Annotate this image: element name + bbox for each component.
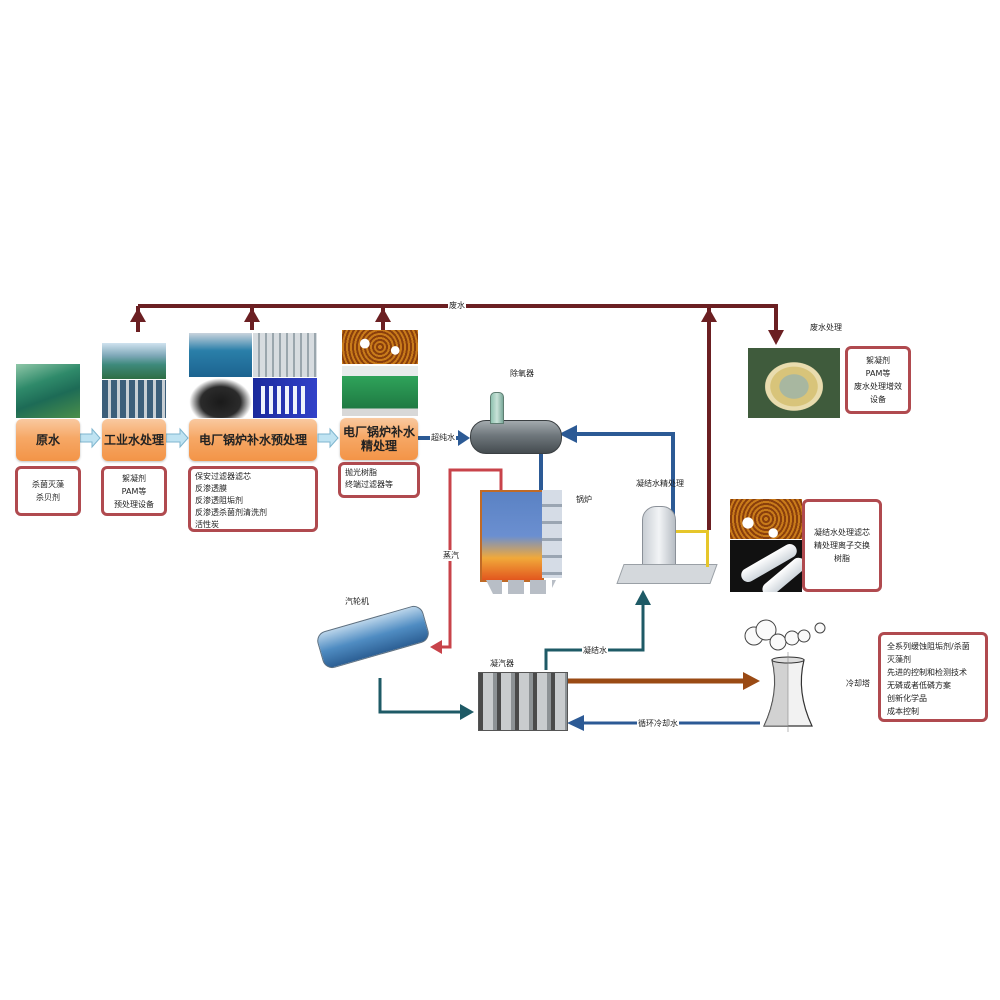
condensate-tank [642, 506, 676, 568]
pretreat-photo-carbon [189, 378, 252, 418]
stage-raw-water[interactable]: 原水 [16, 419, 80, 461]
condensate-pipe-label: 凝结水 [582, 645, 608, 656]
pretreat-photo-ro [253, 333, 317, 377]
stage-boiler-pretreat-label: 电厂锅炉补水预处理 [198, 433, 307, 447]
boiler-side [542, 490, 562, 578]
wastewater-pipe-label: 废水 [448, 300, 466, 311]
cooling-tower-steam [742, 618, 832, 656]
note-condensate: 凝结水处理滤芯 精处理离子交换 树脂 [802, 499, 882, 592]
note-line: 杀菌灭藻 [32, 480, 64, 489]
note-line: 树脂 [834, 554, 850, 563]
turbine-to-condenser-line [378, 678, 474, 720]
note-line: 杀贝剂 [36, 493, 60, 502]
pretreat-photo-filters [189, 333, 252, 377]
polish-photo-resin [342, 330, 418, 364]
industrial-water-photo-bottom [102, 380, 166, 418]
condensate-line [544, 590, 651, 670]
arrow-up-condensate [701, 308, 717, 322]
note-line: 终端过滤器等 [345, 480, 393, 489]
turbine-label: 汽轮机 [345, 597, 369, 606]
note-line: 先进的控制和检测技术 [887, 668, 967, 677]
condensate-polish-unit[interactable] [616, 500, 718, 586]
note-line: 活性炭 [195, 520, 219, 529]
note-line: 设备 [870, 395, 886, 404]
arrow-pretreat-to-polish [317, 427, 339, 449]
cooling-water-pipe-label: 循环冷却水 [637, 718, 679, 729]
ultrapure-pipe-label: 超纯水 [430, 432, 456, 443]
steam-cloud-icon [744, 619, 826, 651]
arrow-up-polish [375, 308, 391, 322]
arrow-down-wastewater [768, 330, 784, 345]
condensate-skid [616, 564, 718, 584]
note-line: 全系列缓蚀阻垢剂/杀菌 [887, 642, 970, 651]
deaerator[interactable] [470, 420, 562, 454]
pretreat-photo-cartridges [253, 378, 317, 418]
condensate-return-line [559, 425, 675, 530]
polish-photo-tanks [342, 366, 418, 416]
condenser[interactable] [478, 672, 568, 731]
stage-boiler-polish[interactable]: 电厂锅炉补水 精处理 [340, 418, 418, 460]
boiler-label: 锅炉 [576, 495, 592, 504]
note-line: 成本控制 [887, 707, 919, 716]
note-industrial-water: 絮凝剂 PAM等 预处理设备 [101, 466, 167, 516]
industrial-water-photo-top [102, 343, 166, 379]
condensate-filter-photo [730, 540, 802, 592]
note-line: 预处理设备 [114, 499, 154, 509]
note-line: 废水处理增效 [854, 382, 902, 391]
stage-industrial-water[interactable]: 工业水处理 [102, 419, 166, 461]
arrow-industrial-to-pretreat [165, 427, 189, 449]
note-wastewater: 絮凝剂 PAM等 废水处理增效 设备 [845, 346, 911, 414]
cooling-tower-icon [763, 642, 813, 732]
wastewater-photo[interactable] [748, 348, 840, 418]
cooling-tower-label: 冷却塔 [846, 679, 870, 688]
boiler-hoppers [486, 580, 556, 594]
wastewater-arrowheads [130, 308, 784, 345]
raw-water-photo [16, 364, 80, 418]
note-line: 絮凝剂 [122, 473, 146, 483]
stage-boiler-pretreat[interactable]: 电厂锅炉补水预处理 [189, 419, 317, 461]
arrow-up-industrial [130, 308, 146, 322]
condensate-pipes [676, 530, 709, 567]
condenser-label: 凝汽器 [490, 659, 514, 668]
deaerator-dome [490, 392, 504, 424]
note-line: 絮凝剂 [866, 356, 890, 365]
steam-pipe-label: 蒸汽 [442, 550, 460, 561]
boiler[interactable] [480, 490, 544, 582]
arrow-up-pretreat [244, 308, 260, 322]
note-line: 反渗透阻垢剂 [195, 496, 243, 505]
note-line: PAM等 [865, 369, 891, 378]
note-boiler-pretreat: 保安过滤器滤芯 反渗透膜 反渗透阻垢剂 反渗透杀菌剂清洗剂 活性炭 [188, 466, 318, 532]
note-line: 灭藻剂 [887, 655, 911, 664]
note-line: 精处理离子交换 [814, 541, 870, 550]
note-line: 保安过滤器滤芯 [195, 472, 251, 481]
note-cooling-tower: 全系列缓蚀阻垢剂/杀菌 灭藻剂 先进的控制和检测技术 无磷或者低磷方案 创新化学… [878, 632, 988, 722]
note-line: 反渗透膜 [195, 484, 227, 493]
stage-arrows [79, 427, 339, 449]
arrow-raw-to-industrial [79, 427, 101, 449]
deaerator-label: 除氧器 [510, 369, 534, 378]
note-raw-water: 杀菌灭藻 杀贝剂 [15, 466, 81, 516]
stage-boiler-polish-label-1: 电厂锅炉补水 [342, 425, 415, 439]
note-line: 凝结水处理滤芯 [814, 528, 870, 537]
wastewater-label: 废水处理 [810, 323, 842, 332]
note-line: PAM等 [121, 486, 147, 496]
stage-industrial-water-label: 工业水处理 [103, 433, 164, 447]
note-line: 无磷或者低磷方案 [887, 681, 951, 690]
note-line: 反渗透杀菌剂清洗剂 [195, 508, 267, 517]
condensate-polish-label: 凝结水精处理 [636, 479, 684, 488]
hot-water-line [565, 672, 760, 690]
cooling-tower[interactable] [758, 642, 818, 732]
steam-line [430, 468, 503, 654]
stage-raw-water-label: 原水 [35, 433, 60, 447]
note-line: 创新化学品 [887, 694, 927, 703]
stage-boiler-polish-label-2: 精处理 [360, 439, 397, 453]
note-boiler-polish: 抛光树脂 终端过滤器等 [338, 462, 420, 498]
condensate-resin-photo [730, 499, 802, 539]
note-line: 抛光树脂 [345, 468, 377, 477]
